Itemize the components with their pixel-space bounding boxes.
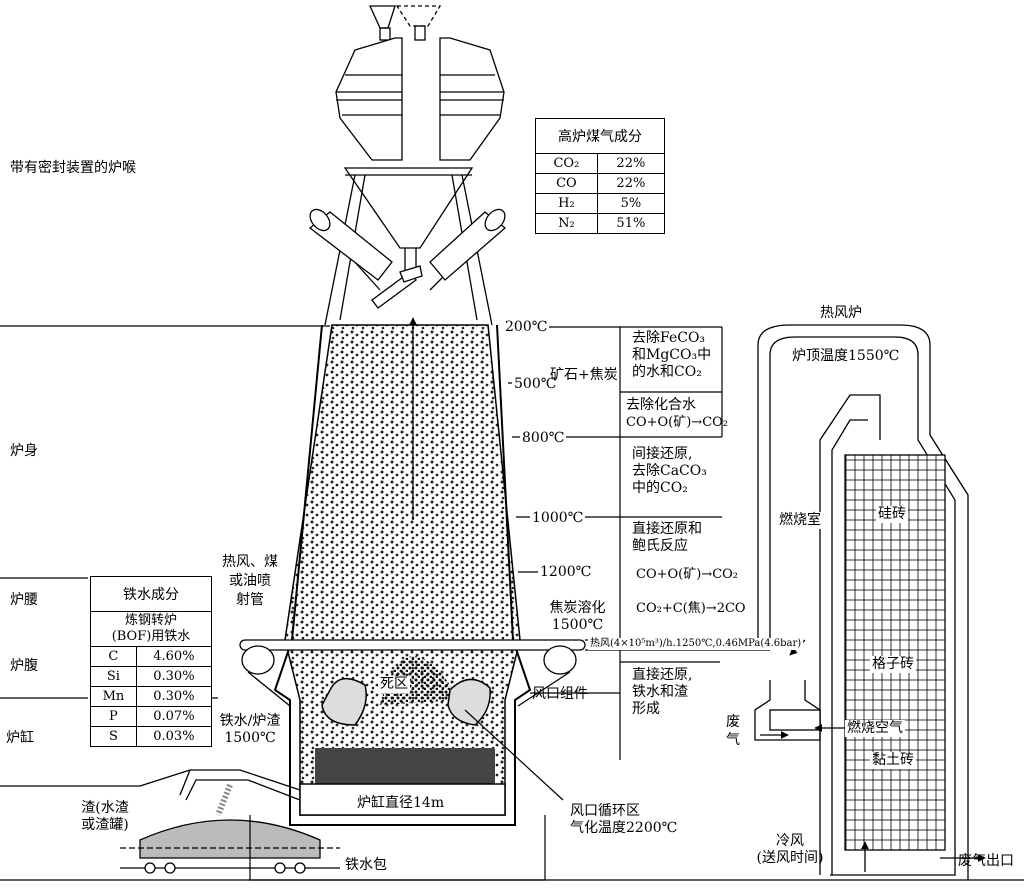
clay-brick-label: 黏土砖: [870, 752, 916, 769]
gas-value: 5%: [597, 194, 664, 214]
hot-blast-stove: [755, 345, 985, 880]
gas-value: 22%: [597, 174, 664, 194]
gas-table-title: 高炉煤气成分: [536, 119, 665, 154]
tuyere-assembly-label: 风口组件: [532, 686, 588, 703]
furnace-top: [306, 6, 509, 325]
combustion-air-label: 燃烧空气: [845, 720, 905, 737]
element-value: 0.30%: [136, 687, 211, 707]
hot-blast-label: 热风(4×10⁵m³)/h.1250℃,0.46MPa(4.6bar): [588, 638, 803, 650]
belly-label: 炉腰: [10, 592, 38, 609]
iron-table-title: 铁水成分: [91, 577, 212, 612]
hearth-diameter-label: 炉缸直径14m: [355, 795, 446, 812]
zone-6-text: 直接还原,铁水和渣形成: [632, 667, 692, 718]
temp-1200: 1200℃: [538, 564, 593, 581]
gas-name: H₂: [536, 194, 598, 214]
temp-1000: 1000℃: [530, 510, 585, 527]
zone-4-text: 直接还原和鲍氏反应: [632, 521, 702, 555]
flue-gas-outlet-label: 废气出口: [958, 853, 1014, 870]
slag-label: 渣(水渣或渣罐): [60, 800, 150, 834]
raceway-label: 风口循环区气化温度2200℃: [570, 803, 677, 837]
element-name: P: [91, 707, 137, 727]
element-value: 4.60%: [136, 647, 211, 667]
stove-label: 热风炉: [820, 305, 862, 322]
temp-800: 800℃: [520, 430, 566, 447]
element-name: Mn: [91, 687, 137, 707]
element-name: C: [91, 647, 137, 667]
element-name: Si: [91, 667, 137, 687]
furnace-shell: [275, 318, 530, 825]
silica-brick-label: 硅砖: [876, 506, 908, 523]
cold-blast-label: 冷风(送风时间): [740, 833, 840, 867]
element-value: 0.30%: [136, 667, 211, 687]
gas-name: CO: [536, 174, 598, 194]
ore-coke-label: 矿石+焦炭: [550, 367, 618, 384]
gas-name: N₂: [536, 214, 598, 234]
ladle-label: 铁水包: [345, 857, 387, 874]
checker-brick-label: 格子砖: [870, 656, 916, 673]
temp-200: 200℃: [503, 319, 549, 336]
injector-label: 热风、煤或油喷射管: [214, 553, 286, 610]
iron-table-subtitle: 炼钢转炉(BOF)用铁水: [91, 612, 212, 647]
throat-label: 带有密封装置的炉喉: [10, 160, 136, 177]
bosh-label: 炉腹: [10, 658, 38, 675]
element-name: S: [91, 727, 137, 747]
element-value: 0.07%: [136, 707, 211, 727]
dead-zone-label: 死区: [378, 676, 410, 693]
gas-value: 22%: [597, 154, 664, 174]
element-value: 0.03%: [136, 727, 211, 747]
hearth-label: 炉缸: [6, 730, 34, 747]
waste-gas-label: 废气: [726, 713, 740, 749]
shaft-label: 炉身: [10, 443, 38, 460]
dome-temp-label: 炉顶温度1550℃: [790, 348, 901, 365]
combustion-chamber-label: 燃烧室: [777, 512, 823, 529]
gas-value: 51%: [597, 214, 664, 234]
gas-name: CO₂: [536, 154, 598, 174]
